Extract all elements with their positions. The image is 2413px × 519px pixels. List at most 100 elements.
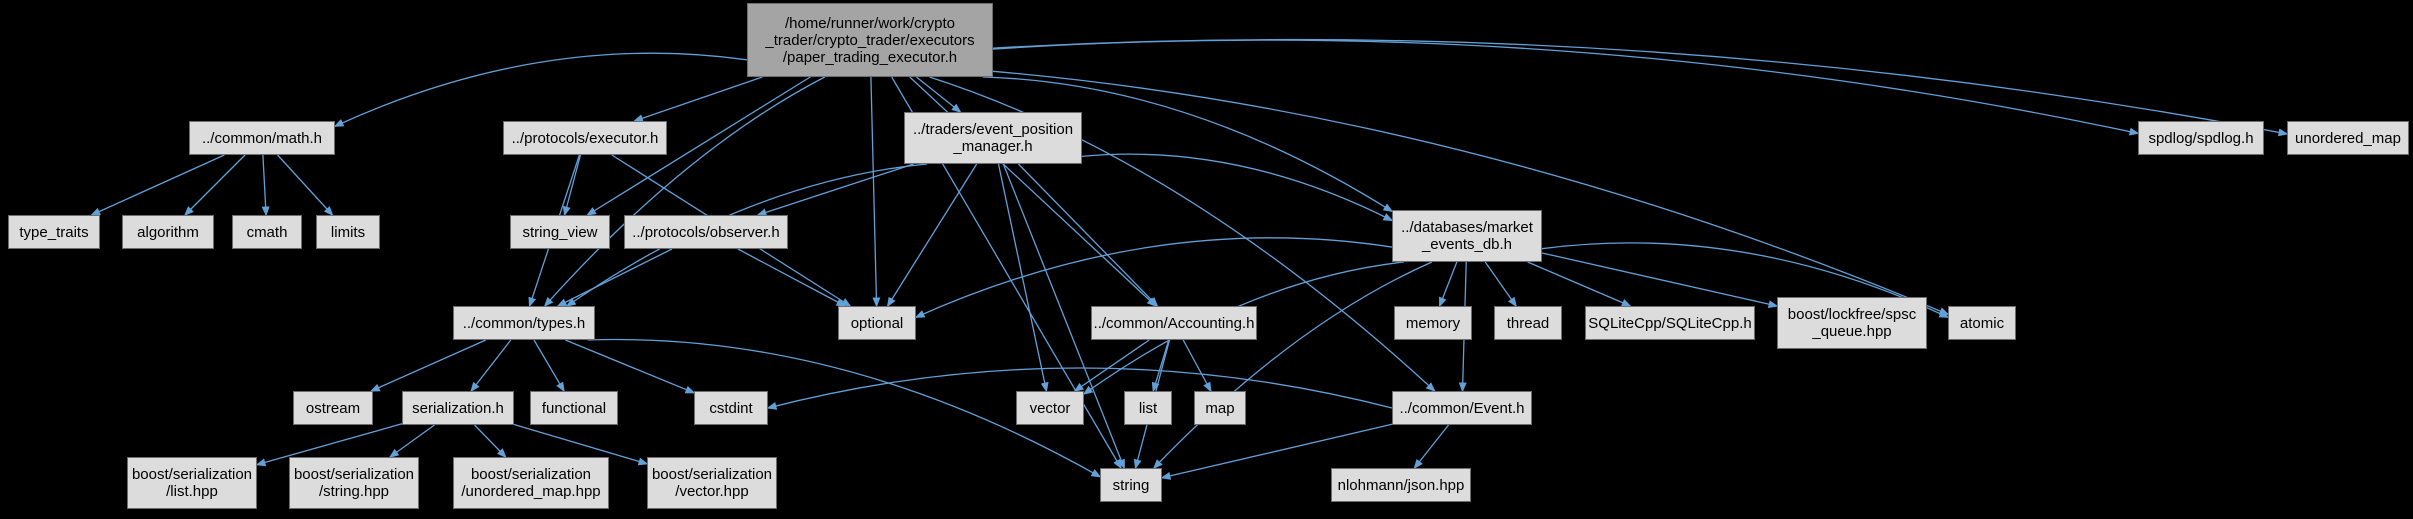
include-edge-root-to-medb — [982, 76, 1394, 213]
graph-node-label: type_traits — [19, 223, 89, 241]
graph-node-json[interactable]: nlohmann/json.hpp — [1331, 468, 1471, 502]
graph-node-label: algorithm — [137, 223, 199, 241]
graph-node-label: string — [1112, 476, 1150, 494]
include-edge-epm-to-observer — [756, 163, 914, 217]
graph-node-label: ../common/math.h — [201, 129, 323, 147]
include-edge-math-to-type_traits — [90, 154, 225, 216]
graph-node-label: ../protocols/observer.h — [632, 223, 780, 241]
graph-node-label: boost/serialization — [131, 466, 253, 483]
include-edge-epm-to-string — [1002, 163, 1125, 470]
include-edge-types-to-serialization — [470, 339, 512, 393]
graph-node-label: _manager.h — [953, 138, 1033, 155]
include-edge-medb-to-string — [1152, 261, 1433, 470]
graph-node-label: limits — [330, 223, 366, 241]
graph-node-label: cstdint — [709, 399, 753, 417]
graph-node-string_view[interactable]: string_view — [510, 215, 610, 249]
graph-node-label: boost/lockfree/spsc — [1787, 306, 1917, 323]
graph-node-ostream[interactable]: ostream — [293, 391, 373, 425]
graph-node-spsc[interactable]: boost/lockfree/spsc_queue.hpp — [1777, 297, 1927, 349]
include-edge-accounting-to-list — [1151, 339, 1170, 393]
include-edge-medb-to-vector — [1082, 261, 1405, 395]
include-edge-accounting-to-vector — [1073, 339, 1150, 392]
include-edge-epm-to-optional — [886, 163, 978, 308]
graph-node-label: boost/serialization — [651, 466, 773, 483]
include-edge-accounting-to-map — [1182, 339, 1212, 393]
include-edge-root-to-executor — [633, 76, 763, 123]
graph-node-executor[interactable]: ../protocols/executor.h — [503, 121, 667, 155]
graph-node-event[interactable]: ../common/Event.h — [1392, 391, 1532, 425]
graph-node-atomic[interactable]: atomic — [1948, 306, 2016, 340]
graph-node-functional[interactable]: functional — [530, 391, 618, 425]
graph-node-label: atomic — [1959, 314, 2005, 332]
graph-node-cmath[interactable]: cmath — [232, 215, 302, 249]
include-edge-epm-to-accounting — [1017, 163, 1159, 308]
graph-node-bsl[interactable]: boost/serialization/list.hpp — [127, 457, 257, 509]
graph-node-label: boost/serialization — [470, 466, 592, 483]
graph-node-label: /string.hpp — [318, 483, 390, 500]
graph-node-label: nlohmann/json.hpp — [1337, 476, 1465, 494]
include-edge-medb-to-optional — [914, 237, 1393, 318]
include-edge-math-to-algorithm — [183, 154, 246, 217]
include-edge-epm-to-medb — [1081, 153, 1394, 222]
include-edge-root-to-optional — [870, 76, 881, 308]
graph-node-type_traits[interactable]: type_traits — [8, 215, 100, 249]
graph-node-thread[interactable]: thread — [1494, 306, 1562, 340]
graph-node-label: /list.hpp — [166, 483, 218, 500]
graph-node-optional[interactable]: optional — [838, 306, 916, 340]
graph-node-epm[interactable]: ../traders/event_position_manager.h — [904, 112, 1082, 164]
graph-node-serialization[interactable]: serialization.h — [402, 391, 514, 425]
graph-node-label: spdlog/spdlog.h — [2148, 129, 2254, 147]
include-edge-types-to-ostream — [369, 339, 487, 392]
graph-node-label: ../protocols/executor.h — [511, 129, 659, 147]
graph-node-bss[interactable]: boost/serialization/string.hpp — [289, 457, 419, 509]
graph-node-bsv[interactable]: boost/serialization/vector.hpp — [647, 457, 777, 509]
include-edge-root-to-epm — [916, 76, 962, 113]
include-edge-root-to-math — [333, 52, 748, 127]
include-edge-serialization-to-bsv — [513, 423, 649, 466]
graph-node-unordered_map[interactable]: unordered_map — [2287, 121, 2409, 155]
graph-node-types[interactable]: ../common/types.h — [453, 306, 595, 340]
graph-node-label: serialization.h — [412, 399, 504, 417]
include-edge-event-to-cstdint — [766, 367, 1393, 410]
graph-node-label: vector — [1029, 399, 1071, 417]
include-edge-serialization-to-bsl — [255, 423, 403, 467]
include-edge-root-to-atomic — [992, 70, 1950, 315]
graph-node-root[interactable]: /home/runner/work/crypto_trader/crypto_t… — [747, 3, 993, 77]
graph-node-cstdint[interactable]: cstdint — [694, 391, 768, 425]
graph-node-string[interactable]: string — [1100, 468, 1162, 502]
graph-node-observer[interactable]: ../protocols/observer.h — [624, 215, 788, 249]
graph-node-bsu[interactable]: boost/serialization/unordered_map.hpp — [453, 457, 609, 509]
include-edge-executor-to-string_view — [562, 154, 582, 217]
graph-node-label: /home/runner/work/crypto — [784, 14, 956, 32]
graph-node-limits[interactable]: limits — [316, 215, 380, 249]
graph-node-label: boost/serialization — [293, 466, 415, 483]
include-edge-math-to-cmath — [261, 154, 270, 217]
graph-node-label: _events_db.h — [1421, 236, 1513, 253]
include-edge-root-to-types — [543, 76, 826, 308]
graph-node-math[interactable]: ../common/math.h — [189, 121, 335, 155]
graph-node-accounting[interactable]: ../common/Accounting.h — [1091, 306, 1257, 340]
include-edge-root-to-spdlog — [992, 39, 2140, 136]
include-edge-epm-to-vector — [997, 163, 1049, 393]
include-edge-root-to-accounting — [909, 76, 1157, 308]
graph-node-label: functional — [541, 399, 607, 417]
graph-node-sqlitecpp[interactable]: SQLiteCpp/SQLiteCpp.h — [1585, 306, 1755, 340]
include-edge-root-to-event — [929, 76, 1436, 393]
graph-node-map[interactable]: map — [1194, 391, 1246, 425]
graph-node-spdlog[interactable]: spdlog/spdlog.h — [2138, 121, 2264, 155]
graph-node-medb[interactable]: ../databases/market_events_db.h — [1392, 210, 1542, 262]
include-edge-types-to-cstdint — [565, 339, 696, 394]
include-edge-serialization-to-bsu — [474, 424, 507, 459]
include-edge-epm-to-types — [565, 163, 928, 307]
include-edge-observer-to-types — [556, 248, 673, 307]
graph-node-memory[interactable]: memory — [1394, 306, 1472, 340]
graph-node-label: _trader/crypto_trader/executors — [765, 31, 975, 49]
graph-node-list[interactable]: list — [1124, 391, 1172, 425]
graph-node-algorithm[interactable]: algorithm — [122, 215, 214, 249]
graph-node-label: ../common/Accounting.h — [1093, 314, 1255, 332]
graph-node-vector[interactable]: vector — [1016, 391, 1084, 425]
graph-node-label: string_view — [522, 223, 598, 241]
graph-node-label: ../databases/market — [1401, 219, 1533, 236]
